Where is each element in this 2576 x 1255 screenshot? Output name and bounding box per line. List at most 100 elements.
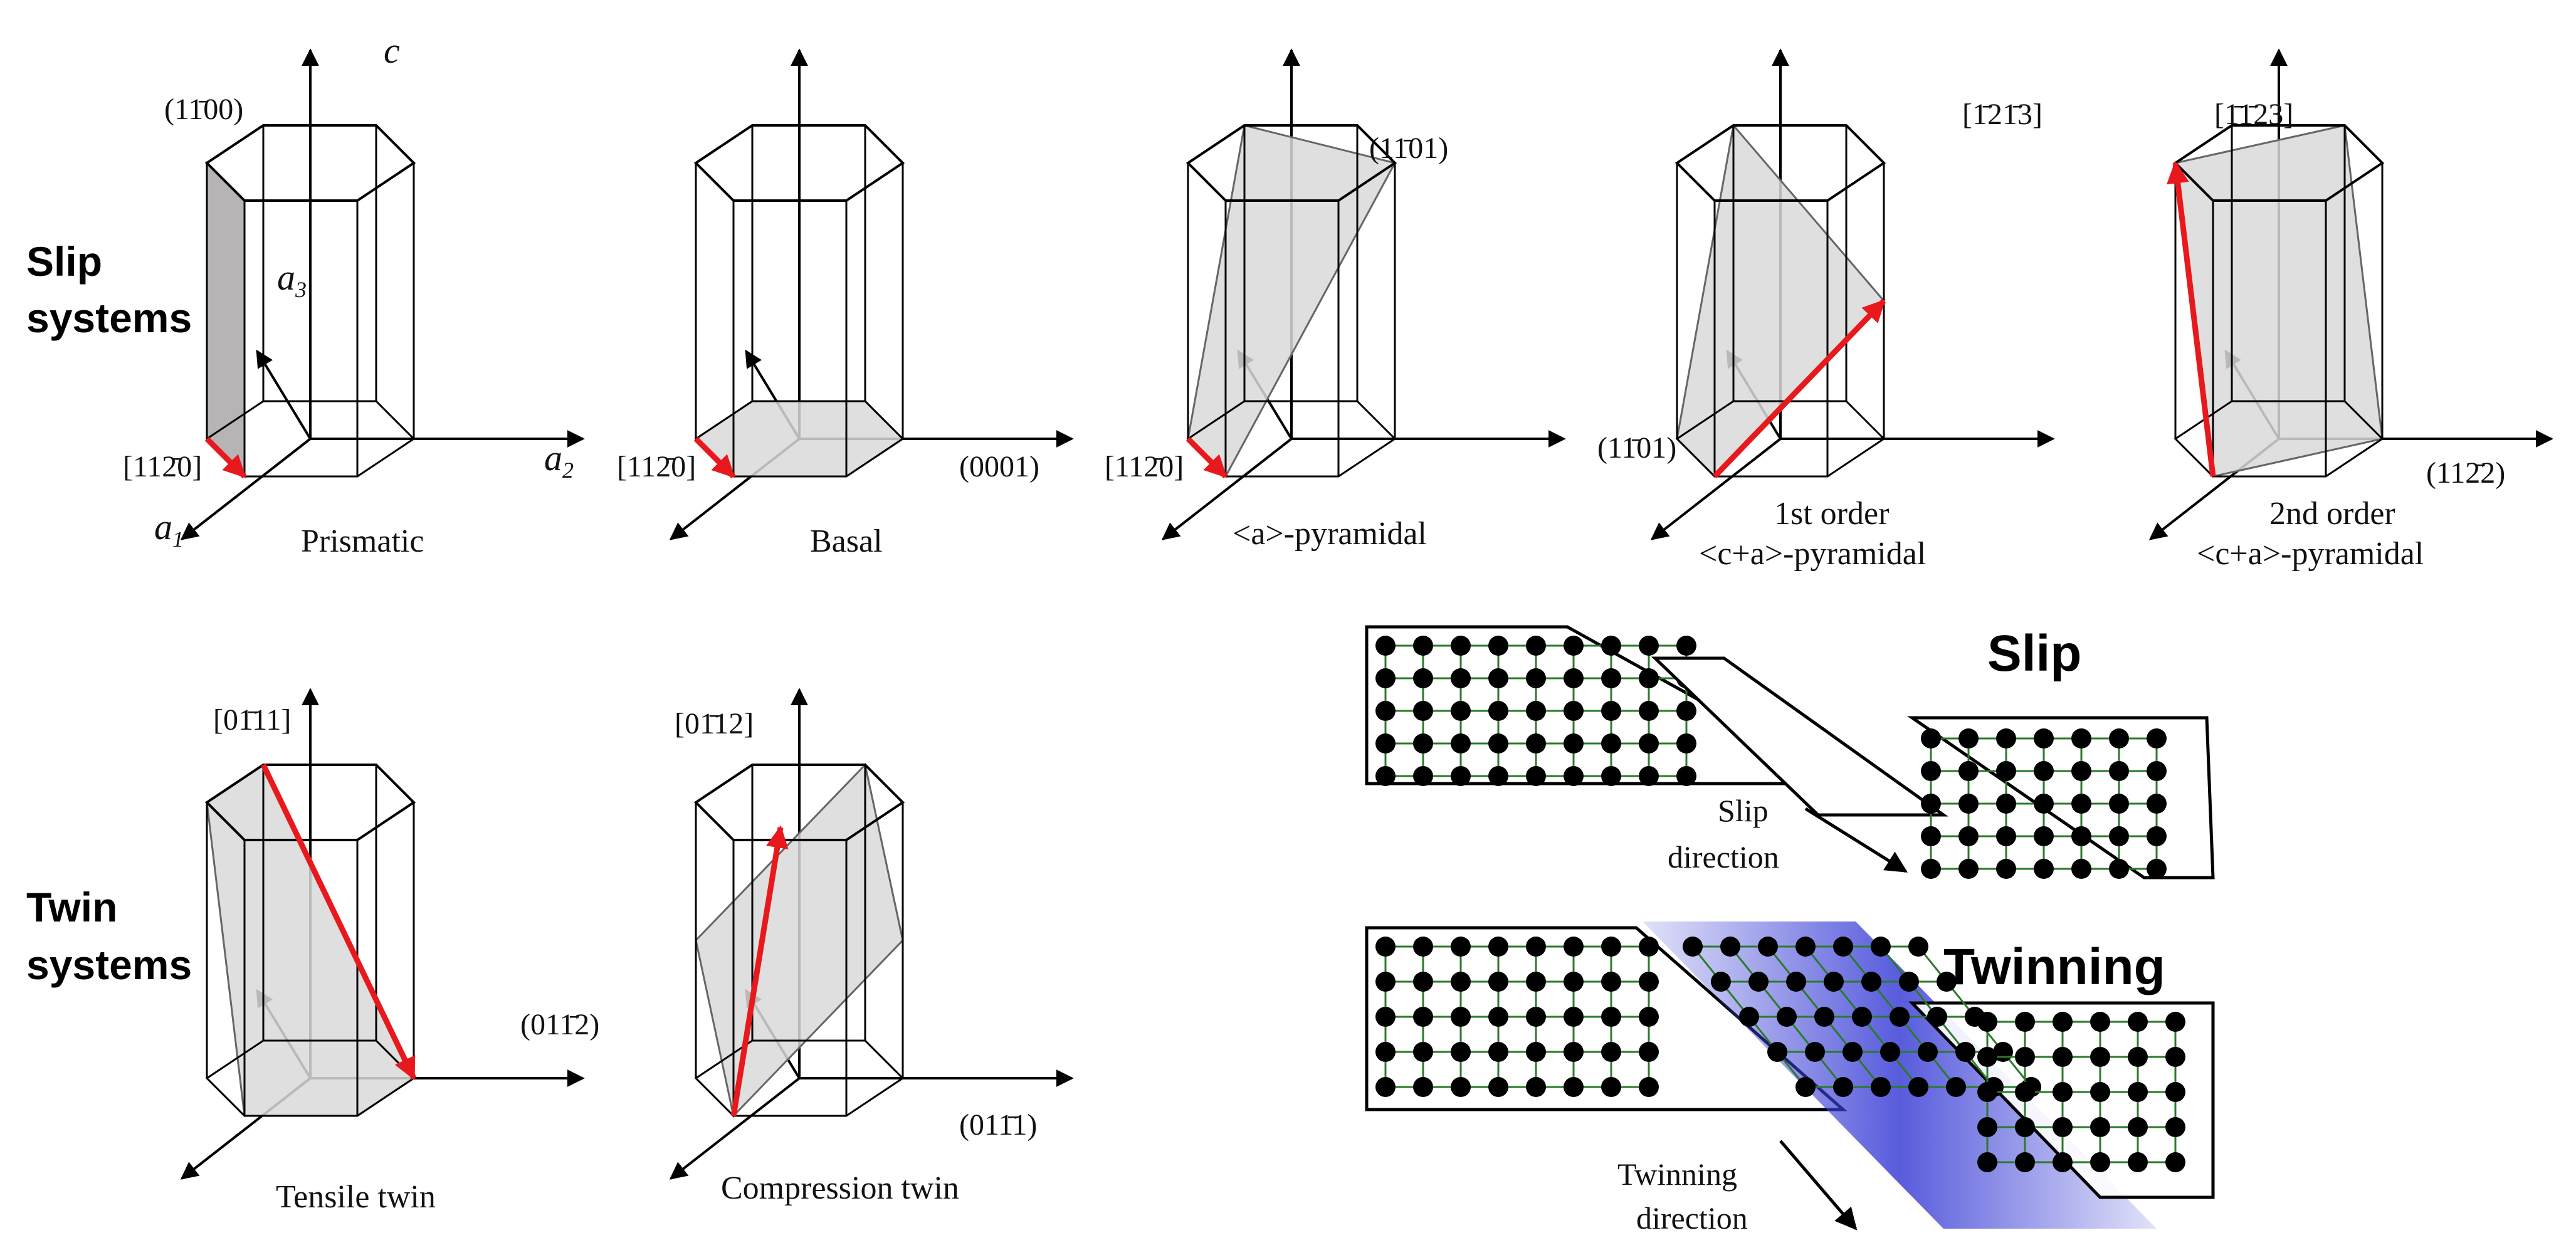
twin-band-atom: [1871, 1077, 1891, 1097]
slip-title: Slip: [1987, 625, 2081, 682]
slip-left-atom: [1601, 733, 1621, 754]
a3-axis-label: a3: [277, 257, 307, 302]
slip-lattice-illustration: [1365, 625, 2215, 880]
slip-left-atom: [1451, 766, 1471, 786]
twin-left-atom: [1601, 937, 1621, 957]
slip-right-atom: [2034, 728, 2054, 748]
slip-left-atom: [1526, 733, 1546, 754]
twin-band-atom: [1852, 1007, 1872, 1027]
twin-right-atom: [1977, 1152, 1997, 1172]
twin-band-atom: [1946, 1077, 1966, 1097]
slip-right-atom: [1996, 826, 2016, 846]
slip-left-atom: [1413, 766, 1433, 786]
twin-right-atom: [2165, 1117, 2185, 1137]
twin-band-atom: [1739, 1007, 1759, 1027]
slip-right-atom: [1996, 728, 2016, 748]
twin-left-atom: [1564, 1007, 1584, 1027]
slip-left-atom: [1564, 668, 1584, 688]
slip-left-atom: [1526, 766, 1546, 786]
twin-band-atom: [1795, 937, 1816, 957]
slip-right-atom: [1921, 761, 1941, 781]
slip-right-atom: [2109, 794, 2129, 814]
first-order-cell-a1-axis: [1650, 438, 1782, 540]
twin-left-atom: [1526, 1042, 1546, 1062]
a-pyramidal-cell-vector: [1185, 436, 1228, 479]
twin-right-atom: [2053, 1117, 2073, 1137]
second-order-direction-label: [1̄1̄23]: [2214, 98, 2293, 131]
prismatic-caption: Prismatic: [301, 523, 424, 559]
twin-left-atom: [1413, 972, 1433, 992]
a-pyramidal-cell: [1161, 48, 1566, 540]
slip-left-atom: [1413, 636, 1433, 656]
slip-left-atom: [1451, 733, 1471, 754]
basal-cell-plane: [694, 400, 905, 478]
twin-band-atom: [1918, 1042, 1938, 1062]
twin-systems-heading-line2: systems: [26, 942, 192, 988]
twin-band-atom: [1880, 1042, 1900, 1062]
slip-right-atom: [1921, 794, 1941, 814]
slip-left-atom: [1413, 701, 1433, 721]
slip-systems-heading-line2: systems: [26, 295, 192, 341]
slip-left-atom: [1526, 668, 1546, 688]
slip-left-atom: [1451, 636, 1471, 656]
twin-left-atom: [1451, 972, 1471, 992]
twin-right-atom: [2128, 1012, 2148, 1032]
hcp-prism-cells: [180, 48, 2553, 1180]
slip-left-atom: [1601, 636, 1621, 656]
twin-band-atom: [1927, 1007, 1947, 1027]
slip-left-atom: [1526, 701, 1546, 721]
twin-left-atom: [1639, 937, 1659, 957]
twin-left-atom: [1526, 1007, 1546, 1027]
twin-right-atom: [2090, 1117, 2110, 1137]
twin-right-atom: [2128, 1082, 2148, 1102]
slip-block-right: [1906, 716, 2215, 880]
second-order-caption-line1: 2nd order: [2269, 496, 2395, 532]
twin-left-atom: [1375, 1077, 1396, 1097]
twin-band-atom: [1758, 937, 1778, 957]
compression-twin-plane-label: (011̄1): [959, 1108, 1037, 1142]
slip-left-atom: [1488, 701, 1508, 721]
slip-left-atom: [1564, 733, 1584, 754]
slip-right-atom: [2034, 826, 2054, 846]
compression-twin-cell-vector: [730, 825, 789, 1116]
prismatic-cell-vector: [204, 436, 247, 479]
twinning-direction-label-line2: direction: [1636, 1200, 1748, 1236]
second-order-cell-vector: [2166, 160, 2216, 477]
slip-right-atom: [2147, 794, 2167, 814]
slip-right-atom: [1996, 794, 2016, 814]
slip-left-atom: [1601, 668, 1621, 688]
twin-left-atom: [1413, 1077, 1433, 1097]
basal-cell: [669, 48, 1074, 540]
twin-band-atom: [1711, 972, 1731, 992]
twin-band-atom: [1805, 1042, 1825, 1062]
twin-band-atom: [1767, 1042, 1787, 1062]
twin-left-atom: [1526, 972, 1546, 992]
twin-left-atom: [1526, 1077, 1546, 1097]
twin-band-atom: [1720, 937, 1740, 957]
tensile-twin-cell-vector: [260, 764, 417, 1081]
slip-left-atom: [1451, 668, 1471, 688]
second-order-caption-line2: <c+a>-pyramidal: [2197, 536, 2424, 572]
twin-band-atom: [1786, 972, 1806, 992]
slip-right-atom: [1921, 728, 1941, 748]
a1-axis-label: a1: [154, 507, 184, 552]
compression-twin-caption: Compression twin: [721, 1170, 959, 1206]
basal-direction-label: [112̄0]: [617, 450, 696, 483]
slip-right-atom: [1921, 859, 1941, 879]
prismatic-cell-a1-axis: [180, 438, 312, 540]
slip-right-atom: [2147, 728, 2167, 748]
slip-right-atom: [1958, 859, 1979, 879]
twin-left-atom: [1488, 1042, 1508, 1062]
slip-right-atom: [1958, 761, 1979, 781]
twin-left-atom: [1601, 1007, 1621, 1027]
twin-left-atom: [1451, 1007, 1471, 1027]
slip-right-atom: [2071, 794, 2091, 814]
a-pyramidal-direction-label: [112̄0]: [1105, 450, 1184, 483]
basal-cell-vector: [693, 436, 736, 479]
twin-systems-heading-line1: Twin: [26, 884, 117, 930]
twin-left-atom: [1564, 1042, 1584, 1062]
twin-right-atom: [1977, 1117, 1997, 1137]
twin-left-atom: [1601, 1077, 1621, 1097]
twin-left-atom: [1488, 1007, 1508, 1027]
prismatic-cell: [180, 48, 585, 540]
